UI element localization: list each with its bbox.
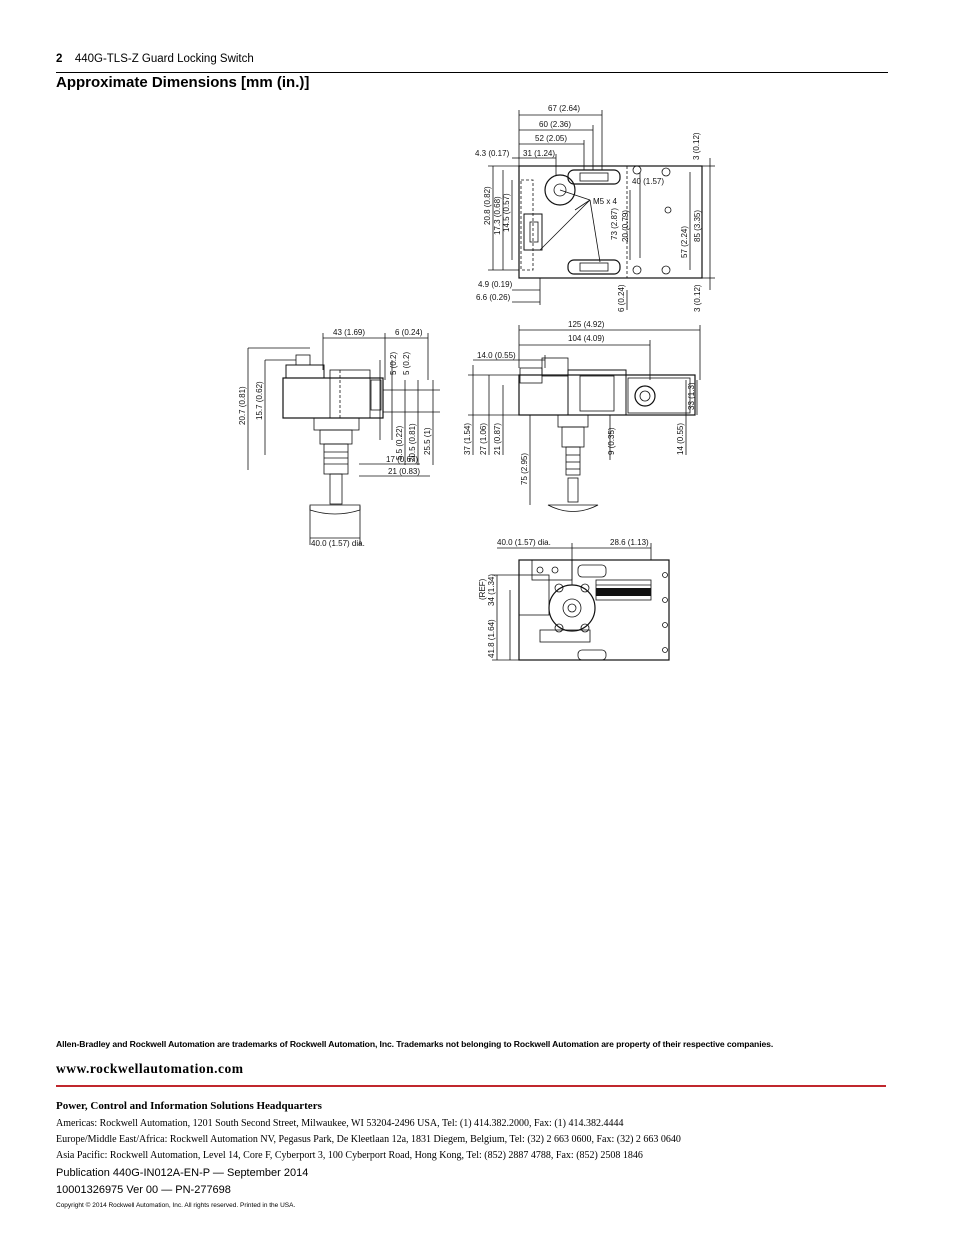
dim-label: 3 (0.12) — [692, 132, 701, 160]
dim-label: 21 (0.83) — [388, 467, 420, 476]
dim-label: 27 (1.06) — [479, 423, 488, 455]
dim-label: 67 (2.64) — [548, 104, 580, 113]
dim-label: 6.6 (0.26) — [476, 293, 511, 302]
dim-label: 52 (2.05) — [535, 134, 567, 143]
dim-label: 34 (1.34) — [487, 574, 496, 606]
dim-label: 17.3 (0.68) — [493, 196, 502, 235]
dim-label: 14.5 (0.57) — [502, 193, 511, 232]
dim-label: 25.5 (1) — [423, 427, 432, 455]
dim-label: 37 (1.54) — [463, 423, 472, 455]
dim-label: 31 (1.24) — [523, 149, 555, 158]
top-view-drawing — [488, 110, 715, 310]
dim-label: 85 (3.35) — [693, 210, 702, 242]
address-asia: Asia Pacific: Rockwell Automation, Level… — [56, 1150, 643, 1161]
dim-label: M5 x 4 — [593, 197, 618, 206]
section-title: Approximate Dimensions [mm (in.)] — [56, 74, 310, 91]
dim-label: 57 (2.24) — [680, 226, 689, 258]
dim-label: 20.7 (0.81) — [238, 386, 247, 425]
dim-label: (REF) — [478, 578, 487, 600]
dim-label: 20.5 (0.81) — [408, 423, 417, 462]
version-number: 10001326975 Ver 00 — PN-277698 — [56, 1184, 231, 1196]
dim-label: 9 (0.35) — [607, 427, 616, 455]
dim-label: 5 (0.2) — [402, 352, 411, 375]
dim-label: 40.0 (1.57) dia. — [497, 538, 551, 547]
dim-label: 20 (0.79) — [621, 210, 630, 242]
hq-heading: Power, Control and Information Solutions… — [56, 1100, 322, 1112]
dim-label: 33 (1.3) — [687, 382, 696, 410]
trademark-notice: Allen-Bradley and Rockwell Automation ar… — [56, 1039, 774, 1049]
dim-label: 5.5 (0.22) — [395, 425, 404, 460]
dim-label: 60 (2.36) — [539, 120, 571, 129]
website-link[interactable]: www.rockwellautomation.com — [56, 1061, 244, 1076]
dim-label: 20.8 (0.82) — [483, 186, 492, 225]
page-header: 2 440G-TLS-Z Guard Locking Switch — [56, 53, 254, 65]
dim-label: 73 (2.87) — [610, 208, 619, 240]
dim-label: 104 (4.09) — [568, 334, 605, 343]
dim-label: 5 (0.2) — [389, 352, 398, 375]
dim-label: 75 (2.95) — [520, 453, 529, 485]
publication-number: Publication 440G-IN012A-EN-P — September… — [56, 1167, 309, 1179]
side-view-drawing — [247, 333, 440, 545]
dim-label: 4.9 (0.19) — [478, 280, 513, 289]
address-americas: Americas: Rockwell Automation, 1201 Sout… — [56, 1118, 624, 1129]
front-view-drawing — [468, 325, 701, 512]
dim-label: 15.7 (0.62) — [255, 381, 264, 420]
dim-label: 40 (1.57) — [632, 177, 664, 186]
header-rule — [56, 72, 888, 73]
bottom-view-drawing — [492, 543, 670, 661]
dim-label: 28.6 (1.13) — [610, 538, 649, 547]
dim-label: 3 (0.12) — [693, 284, 702, 312]
copyright-notice: Copyright © 2014 Rockwell Automation, In… — [56, 1202, 296, 1209]
dim-label: 4.3 (0.17) — [475, 149, 510, 158]
dim-label: 6 (0.24) — [617, 284, 626, 312]
dim-label: 40.0 (1.57) dia. — [311, 539, 365, 548]
dim-label: 17 (0.67) — [386, 455, 418, 464]
dim-label: 125 (4.92) — [568, 320, 605, 329]
dim-label: 14.0 (0.55) — [477, 351, 516, 360]
dimension-drawing: 67 (2.64) 60 (2.36) 52 (2.05) 4.3 (0.17)… — [238, 104, 715, 661]
dim-label: 6 (0.24) — [395, 328, 423, 337]
document-title: 440G-TLS-Z Guard Locking Switch — [74, 53, 254, 65]
dim-label: 21 (0.87) — [493, 423, 502, 455]
page-number: 2 — [56, 53, 63, 65]
dim-label: 41.8 (1.64) — [487, 619, 496, 658]
footer-red-rule — [56, 1085, 886, 1087]
address-emea: Europe/Middle East/Africa: Rockwell Auto… — [56, 1134, 681, 1145]
dim-label: 43 (1.69) — [333, 328, 365, 337]
dim-label: 14 (0.55) — [676, 423, 685, 455]
